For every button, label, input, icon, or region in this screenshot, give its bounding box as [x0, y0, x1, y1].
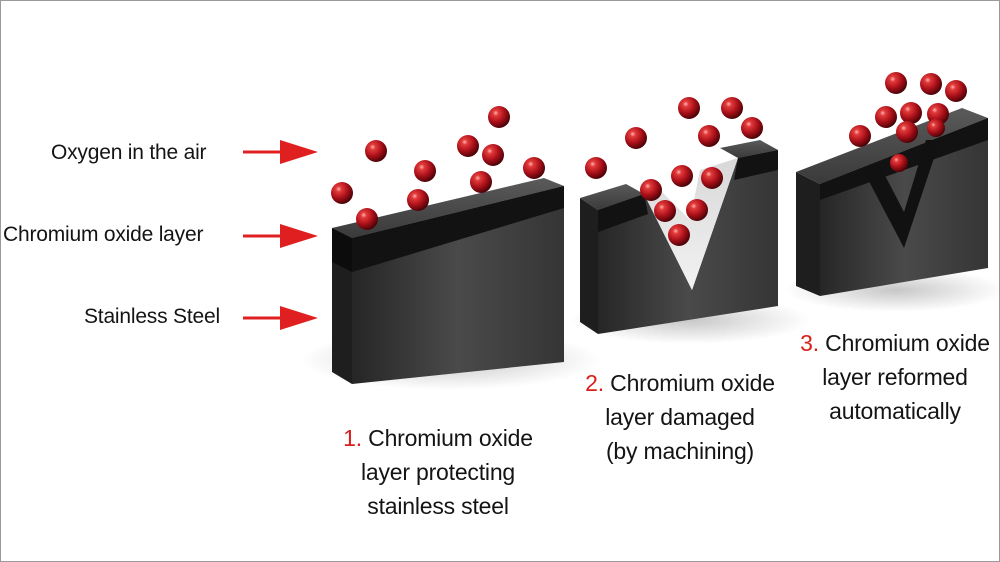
- arrow-oxygen: [243, 140, 318, 164]
- oxygen-molecules: [331, 72, 967, 246]
- oxygen-sphere-icon: [927, 103, 949, 125]
- oxygen-sphere-icon: [488, 106, 510, 128]
- oxygen-sphere-icon: [625, 127, 647, 149]
- oxygen-sphere-icon: [414, 160, 436, 182]
- oxygen-sphere-icon: [470, 171, 492, 193]
- caption-2-number: 2.: [585, 370, 604, 396]
- oxygen-sphere-icon: [457, 135, 479, 157]
- oxide-layer-band-2b: [734, 150, 778, 180]
- oxygen-sphere-icon: [678, 97, 700, 119]
- caption-1-line-1: Chromium oxide: [368, 425, 533, 451]
- caption-3-line-2: layer reformed: [822, 364, 968, 390]
- caption-3-number: 3.: [800, 330, 819, 356]
- oxygen-sphere-icon: [849, 125, 871, 147]
- oxygen-sphere-icon: [741, 117, 763, 139]
- caption-3-line-1: Chromium oxide: [825, 330, 990, 356]
- oxygen-sphere-icon: [686, 199, 708, 221]
- oxygen-sphere-icon: [523, 157, 545, 179]
- oxygen-sphere-icon: [356, 208, 378, 230]
- oxygen-sphere-icon: [945, 80, 967, 102]
- steel-block-1: [300, 178, 600, 390]
- oxygen-sphere-icon: [671, 165, 693, 187]
- oxygen-sphere-icon: [920, 73, 942, 95]
- caption-2-line-1: Chromium oxide: [610, 370, 775, 396]
- oxygen-sphere-icon: [640, 179, 662, 201]
- oxygen-sphere-icon: [482, 144, 504, 166]
- oxygen-sphere-icon: [896, 121, 918, 143]
- caption-1-number: 1.: [343, 425, 362, 451]
- caption-1-line-2: layer protecting: [360, 459, 516, 485]
- caption-2: 2. Chromium oxide layer damaged (by mach…: [570, 366, 790, 468]
- oxygen-sphere-icon: [365, 140, 387, 162]
- steel-block-3: [785, 108, 1000, 312]
- label-chromium-oxide-layer: Chromium oxide layer: [3, 223, 204, 246]
- oxygen-sphere-icon: [331, 182, 353, 204]
- label-stainless-steel: Stainless Steel: [84, 305, 220, 328]
- oxygen-sphere-icon: [407, 189, 429, 211]
- oxygen-sphere-icon: [875, 106, 897, 128]
- caption-2-line-2: layer damaged: [605, 404, 755, 430]
- steel-block-2: [570, 140, 810, 344]
- caption-1-line-3: stainless steel: [367, 493, 509, 519]
- caption-2-line-3: (by machining): [605, 438, 755, 464]
- oxide-layer-v-3: [862, 140, 940, 248]
- oxygen-sphere-icon: [698, 125, 720, 147]
- arrow-chromium-layer: [243, 224, 318, 248]
- caption-1: 1. Chromium oxide layer protecting stain…: [318, 421, 558, 523]
- oxygen-sphere-icon: [585, 157, 607, 179]
- oxygen-sphere-icon: [654, 200, 676, 222]
- oxygen-sphere-icon: [668, 224, 690, 246]
- oxygen-sphere-icon: [890, 154, 908, 172]
- oxygen-sphere-icon: [885, 72, 907, 94]
- oxide-layer-band-1: [352, 186, 564, 272]
- oxide-layer-band-2a: [598, 194, 648, 232]
- caption-3: 3. Chromium oxide layer reformed automat…: [790, 326, 1000, 428]
- caption-3-line-3: automatically: [829, 398, 961, 424]
- oxygen-sphere-icon: [701, 167, 723, 189]
- oxygen-sphere-icon: [927, 119, 945, 137]
- label-oxygen-in-air: Oxygen in the air: [51, 141, 207, 164]
- oxygen-sphere-icon: [900, 102, 922, 124]
- arrow-steel: [243, 306, 318, 330]
- oxygen-sphere-icon: [721, 97, 743, 119]
